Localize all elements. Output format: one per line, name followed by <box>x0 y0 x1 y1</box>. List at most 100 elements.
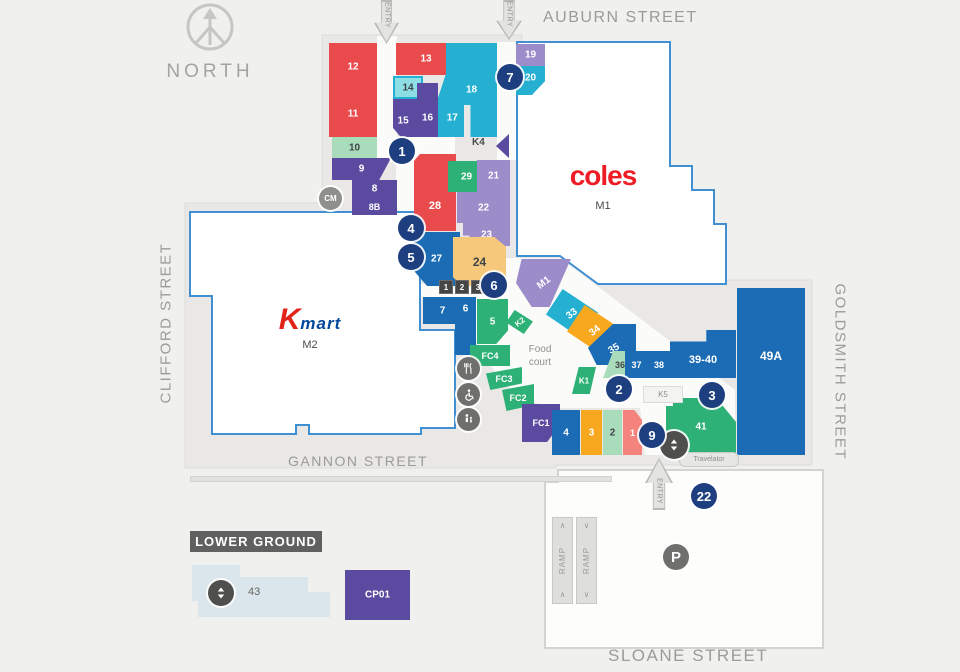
food-court-line1: Food <box>528 344 552 355</box>
food-icon[interactable] <box>457 357 480 380</box>
parking-icon[interactable]: P <box>663 544 689 570</box>
food-court-line2: court <box>528 357 552 368</box>
shop-label: 1 <box>629 427 636 438</box>
shop-cp01[interactable]: CP01 <box>345 570 410 620</box>
parking-label: P <box>670 548 681 566</box>
kmart-logo-k: K <box>278 303 301 336</box>
shop-9[interactable]: 9 <box>332 158 391 180</box>
shop-label: 20 <box>524 72 537 84</box>
ramp-chevron: ∧ <box>559 521 566 530</box>
shop-16[interactable]: 16 <box>417 83 438 137</box>
shop-label: 15 <box>397 115 409 127</box>
shop-label: 21 <box>487 170 500 182</box>
marker-6[interactable]: 6 <box>481 272 507 298</box>
shop-label: 2 <box>609 427 616 438</box>
shop-15[interactable]: 15 <box>393 99 417 137</box>
street-label-gannon: GANNON STREET <box>288 453 429 469</box>
kiosk-k4[interactable]: K4 <box>472 134 509 158</box>
north-label: NORTH <box>166 61 254 82</box>
shop-11[interactable]: 11 <box>329 90 377 137</box>
marker-3[interactable]: 3 <box>699 382 725 408</box>
street-label-sloane: SLOANE STREET <box>608 646 769 665</box>
entry-arrow-north-west: ENTRY <box>374 0 399 44</box>
marker-1[interactable]: 1 <box>389 138 415 164</box>
shop-label: 18 <box>465 84 478 96</box>
marker-2[interactable]: 2 <box>606 376 632 402</box>
shop-label: 17 <box>446 112 458 124</box>
shop-21[interactable]: 21 <box>477 160 510 192</box>
shop-6[interactable]: 6 <box>455 297 476 355</box>
shop-49a[interactable]: 49A <box>737 288 805 455</box>
north-compass-icon <box>186 3 234 51</box>
shop-label: FC2 <box>509 392 527 403</box>
marker-5[interactable]: 5 <box>398 244 424 270</box>
shop-label: 16 <box>421 112 434 124</box>
shop-22[interactable]: 22 <box>457 192 510 223</box>
shop-label: 39-40 <box>688 353 718 366</box>
shop-19[interactable]: 19 <box>516 44 545 66</box>
parent-icon[interactable] <box>457 408 480 431</box>
shop-label: 12 <box>347 61 359 72</box>
ramp-up: ∧ RAMP ∧ <box>552 517 573 604</box>
shop-12[interactable]: 12 <box>329 43 377 90</box>
kiosk-1[interactable]: 1 <box>439 280 453 294</box>
shop-label: 8B <box>368 201 381 212</box>
travelator[interactable]: Travelator <box>679 452 739 467</box>
shop-10[interactable]: 10 <box>332 137 377 158</box>
kiosk-k5[interactable]: K5 <box>643 386 683 403</box>
shop-label: M1 <box>535 274 553 292</box>
shop-1[interactable]: 1 <box>623 410 642 455</box>
cm-icon[interactable]: CM <box>319 187 342 210</box>
shop-label: 10 <box>348 142 361 153</box>
shop-fc4[interactable]: FC4 <box>470 345 510 366</box>
street-label-clifford: CLIFFORD STREET <box>157 242 175 404</box>
entry-label: ENTRY <box>383 1 390 29</box>
coles-logo: coles <box>569 160 638 191</box>
kmart-building[interactable] <box>189 211 456 435</box>
shop-label: FC1 <box>532 418 550 428</box>
marker-7[interactable]: 7 <box>497 64 523 90</box>
shop-label: FC3 <box>495 373 513 384</box>
coles-unit-label: M1 <box>595 200 611 212</box>
cm-label: CM <box>324 194 337 203</box>
food-court-label: Food court <box>505 343 575 369</box>
kiosk-2[interactable]: 2 <box>455 280 469 294</box>
lower-ground-banner: LOWER GROUND <box>190 531 322 552</box>
shop-label: 4 <box>563 427 569 438</box>
shop-label: FC4 <box>481 350 499 361</box>
entry-label: ENTRY <box>655 478 663 505</box>
shop-label: 37 <box>631 359 642 370</box>
shop-8b[interactable]: 8B <box>352 198 397 215</box>
shop-label: K2 <box>512 315 527 329</box>
kmart-logo: Kmart <box>255 303 365 337</box>
ramp-chevron: ∨ <box>583 521 590 530</box>
marker-4[interactable]: 4 <box>398 215 424 241</box>
shop-3[interactable]: 3 <box>581 410 602 455</box>
shop-8[interactable]: 8 <box>352 180 397 198</box>
marker-22[interactable]: 22 <box>691 483 717 509</box>
shop-label: 29 <box>460 171 473 182</box>
accessible-icon[interactable] <box>457 383 480 406</box>
coles-building[interactable] <box>516 41 727 285</box>
shop-label: 27 <box>430 253 443 265</box>
ramp-label: RAMP <box>582 546 591 575</box>
marker-9[interactable]: 9 <box>639 422 665 448</box>
lift-icon[interactable] <box>208 580 234 606</box>
coles-anchor[interactable]: coles M1 <box>548 160 658 212</box>
shop-label: 11 <box>347 108 359 119</box>
shop-4[interactable]: 4 <box>552 410 580 455</box>
ramp-chevron: ∧ <box>559 590 566 599</box>
shop-label: 49A <box>759 349 783 364</box>
shop-label: 23 <box>480 229 493 240</box>
kmart-anchor[interactable]: Kmart M2 <box>255 303 365 351</box>
kmart-unit-label: M2 <box>302 339 318 351</box>
shop-2[interactable]: 2 <box>603 410 622 455</box>
gannon-road <box>190 476 612 482</box>
k5-label: K5 <box>658 390 668 399</box>
shop-label: 24 <box>472 254 487 269</box>
shop-38[interactable]: 38 <box>648 351 670 378</box>
shop-37[interactable]: 37 <box>625 351 648 378</box>
shop-label: 38 <box>653 359 665 370</box>
shop-fc3[interactable]: FC3 <box>486 367 522 390</box>
